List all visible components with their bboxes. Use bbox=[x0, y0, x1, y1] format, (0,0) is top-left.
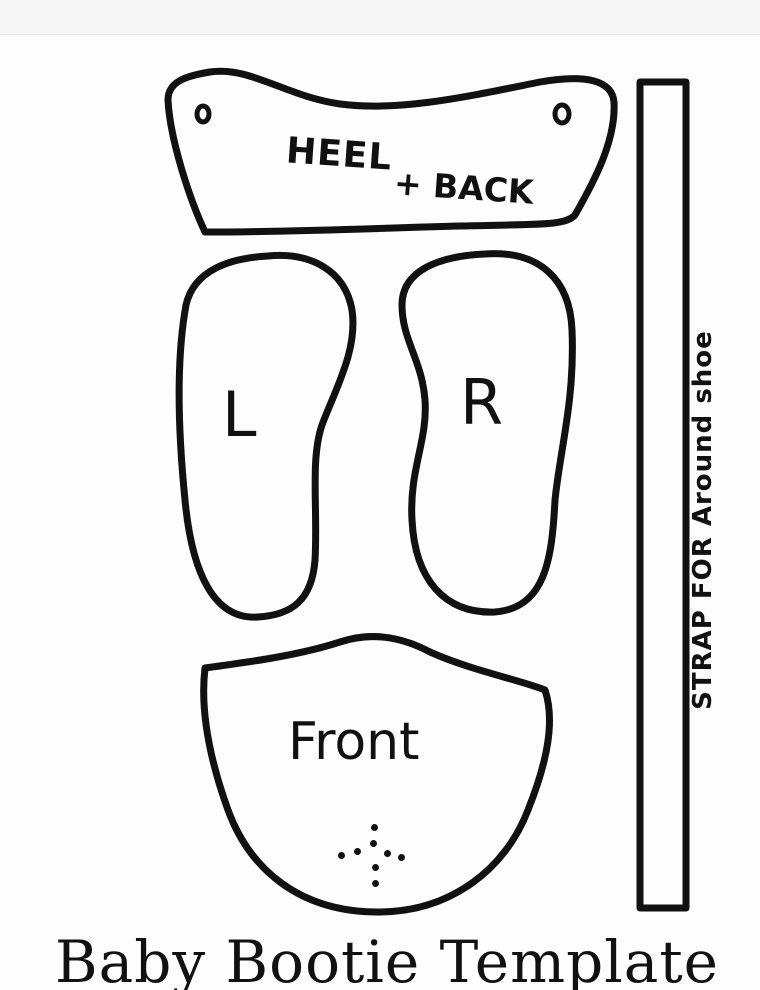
heel-back-piece bbox=[164, 67, 618, 236]
page-title: Baby Bootie Template bbox=[55, 928, 720, 990]
front-piece bbox=[200, 633, 553, 916]
scan-edge bbox=[0, 0, 760, 35]
left-sole-label: L bbox=[222, 378, 257, 451]
strap-piece bbox=[636, 78, 690, 912]
right-sole-label: R bbox=[460, 366, 504, 439]
strap-label: STRAP FOR Around shoe bbox=[688, 330, 718, 710]
front-label: Front bbox=[288, 712, 420, 772]
right-sole-piece bbox=[398, 250, 576, 616]
heel-left-hole bbox=[194, 103, 212, 125]
heel-right-hole bbox=[552, 102, 572, 126]
heel-label: HEEL bbox=[284, 130, 394, 179]
left-sole-piece bbox=[175, 251, 357, 621]
